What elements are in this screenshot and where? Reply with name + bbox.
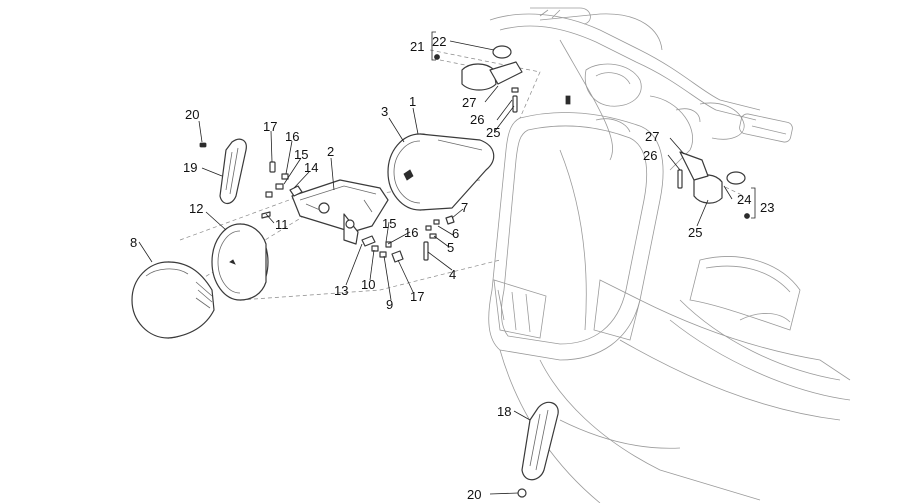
callout-26-upper: 26	[470, 112, 484, 127]
callout-8: 8	[130, 235, 137, 250]
callout-23: 23	[760, 200, 774, 215]
callout-16-lower: 16	[404, 225, 418, 240]
callout-5: 5	[447, 240, 454, 255]
turn-indicator-right	[677, 151, 746, 204]
callout-9: 9	[386, 297, 393, 312]
callout-17-upper: 17	[263, 119, 277, 134]
callout-20-upper: 20	[185, 107, 199, 122]
headlight-lens	[131, 261, 215, 339]
adjuster-hardware-upper	[261, 161, 303, 219]
adjuster-hardware-lower	[361, 235, 404, 263]
callout-21: 21	[410, 39, 424, 54]
callout-25-right: 25	[688, 225, 702, 240]
callout-19: 19	[183, 160, 197, 175]
side-reflector-left	[199, 138, 247, 205]
callout-6: 6	[452, 226, 459, 241]
callout-27-right: 27	[645, 129, 659, 144]
side-reflector-lower	[517, 401, 559, 498]
callout-3: 3	[381, 104, 388, 119]
callout-11: 11	[275, 217, 289, 232]
callout-22: 22	[432, 34, 446, 49]
headlight-rim	[211, 223, 269, 301]
callout-12: 12	[189, 201, 203, 216]
callout-26-right: 26	[643, 148, 657, 163]
headlight-bracket	[291, 179, 389, 245]
callout-labels: 1 2 3 4 5 6 7 8 9 10 11 12 13 14 15 15 1…	[130, 34, 774, 502]
callout-17-lower: 17	[410, 289, 424, 304]
callout-14: 14	[304, 160, 318, 175]
callout-15-upper: 15	[294, 147, 308, 162]
headlamp-housing	[387, 133, 495, 211]
callout-20-lower: 20	[467, 487, 481, 502]
callout-1: 1	[409, 94, 416, 109]
callout-2: 2	[327, 144, 334, 159]
callout-group-brackets	[431, 31, 756, 219]
callout-27-upper: 27	[462, 95, 476, 110]
turn-indicator-left	[461, 45, 523, 113]
callout-7: 7	[461, 200, 468, 215]
callout-25-upper: 25	[486, 125, 500, 140]
callout-13: 13	[334, 283, 348, 298]
callout-15-lower: 15	[382, 216, 396, 231]
callout-10: 10	[361, 277, 375, 292]
scooter-front-shield	[488, 112, 851, 503]
callout-4: 4	[449, 267, 456, 282]
callout-16-upper: 16	[285, 129, 299, 144]
callout-18: 18	[497, 404, 511, 419]
leader-lines	[138, 40, 733, 495]
callout-24: 24	[737, 192, 751, 207]
handlebar	[489, 7, 793, 171]
